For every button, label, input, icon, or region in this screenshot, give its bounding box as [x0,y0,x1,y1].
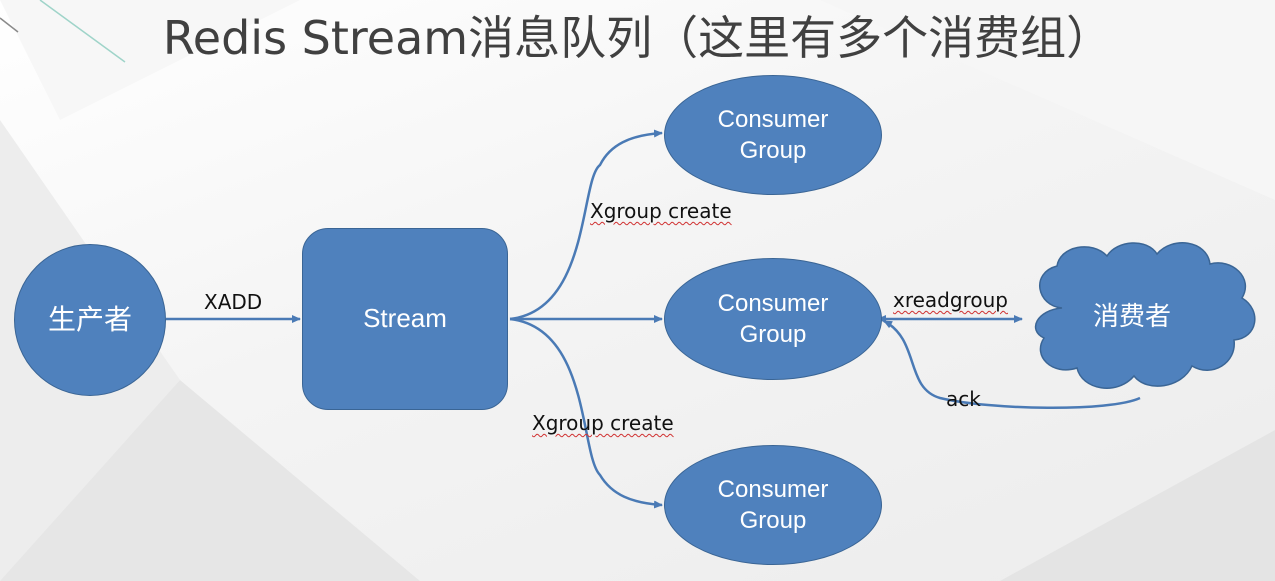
edge-label-ack: ack [946,387,981,411]
node-consumer: 消费者 [1062,290,1202,344]
node-consumer-group-bottom-label: Consumer Group [717,475,829,534]
edge-stream-to-group-bottom [509,317,663,509]
node-consumer-group-middle: Consumer Group [664,258,882,380]
node-stream-label: Stream [363,303,447,334]
node-consumer-group-middle-label: Consumer Group [717,289,829,348]
node-producer-label: 生产者 [47,303,132,335]
node-producer: 生产者 [14,244,166,396]
node-consumer-group-top: Consumer Group [664,75,882,195]
edge-stream-to-group-top [509,129,663,321]
node-consumer-group-top-label: Consumer Group [717,105,829,164]
edge-label-xgroup-create-top: Xgroup create [590,199,732,223]
diagram-title: Redis Stream消息队列（这里有多个消费组） [162,11,1113,65]
node-consumer-cloud [1034,242,1256,389]
edge-label-xadd: XADD [204,290,263,314]
node-stream: Stream [302,228,508,410]
edge-ack [883,319,1141,410]
node-consumer-group-bottom: Consumer Group [664,445,882,565]
node-consumer-label: 消费者 [1092,301,1171,332]
edge-label-xgroup-create-bottom: Xgroup create [532,411,674,435]
edge-label-xreadgroup: xreadgroup [893,288,1008,312]
